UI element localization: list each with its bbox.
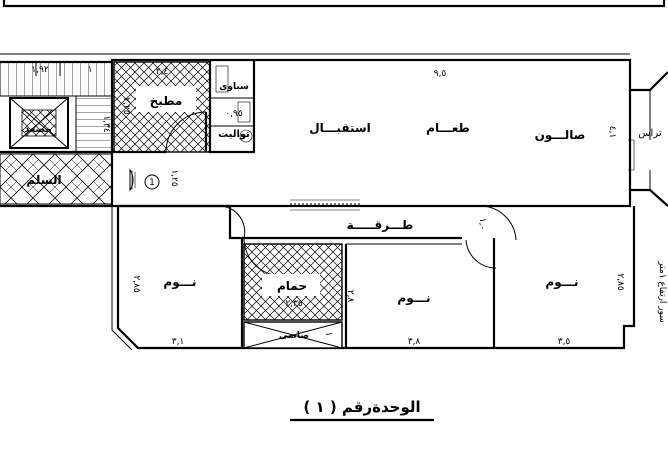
label-kitchen: مطبخ	[150, 94, 183, 108]
label-shower: سباوى	[219, 82, 249, 92]
caption: الوحدةرقم ( ١ )	[290, 398, 434, 422]
sheet-frame	[2, 0, 666, 8]
label-level-note: سور ارتفاع ١متر	[657, 260, 667, 323]
dim-top-left: ١,٩٢	[31, 65, 49, 75]
label-corridor: طـــرقـــــة	[347, 218, 414, 232]
windows	[290, 139, 635, 211]
dim-service: ١	[323, 332, 333, 337]
label-bath: حمام	[277, 279, 307, 294]
dim-bed-right-height: ٢,٨٥	[615, 273, 625, 291]
dim-kitchen-width: ٢,٤	[156, 67, 169, 77]
label-terrace: تراس	[638, 128, 662, 139]
label-service: صاصى	[279, 331, 309, 341]
dim-salon-width: ٩,٥	[434, 69, 447, 79]
label-salon: صالـــون	[535, 128, 586, 143]
label-bedroom-left: نـــوم	[163, 275, 196, 290]
label-dining: طعـــام	[426, 121, 470, 136]
dim-bath-width: ٢,٣٥	[285, 299, 303, 309]
dim-bed-right-width: ٣,٥	[558, 337, 571, 347]
unit-caption: الوحدةرقم ( ١ )	[303, 398, 420, 416]
dim-salon-height: ٤,١	[607, 126, 617, 139]
unit-outer-walls	[0, 53, 668, 351]
dim-elevator-side: ١,٣٤	[101, 115, 111, 133]
label-elevator: مصعد	[24, 124, 51, 135]
dim-bed-left-height: ٢,٨٥	[131, 275, 141, 293]
bath-area	[243, 243, 343, 349]
label-reception: استقبـــال	[309, 121, 371, 135]
dim-bed-left-width: ٣,١	[172, 337, 185, 347]
entry-door	[129, 168, 160, 192]
label-stairs: السلم	[26, 173, 61, 187]
stair-core	[0, 61, 113, 205]
dim-bed-middle-width: ٣,٨	[408, 337, 421, 347]
dim-entry: ١,٢٥	[169, 169, 179, 187]
dim-toilet: ٠,٩٥	[225, 109, 243, 119]
dim-bath-height: ٢,٨	[345, 290, 355, 303]
dim-top-small: ١	[88, 65, 93, 75]
label-bedroom-right: نـــوم	[545, 275, 578, 290]
dim-corridor-height: ١,٠	[477, 218, 487, 231]
label-toilet: تواليت	[218, 129, 250, 140]
dimension-labels: ١,٩٢ ١ ٢,٤ ٢,٢٥ ٠,٩٥ ٩,٥ ٤,١ ١,٣٤ ١,٢٥ ١…	[31, 65, 625, 347]
dim-kitchen-height: ٢,٢٥	[121, 97, 131, 115]
label-bedroom-middle: نـــوم	[397, 291, 430, 306]
room-labels: صالـــون طعـــام استقبـــال مطبخ تواليت …	[24, 82, 667, 341]
kitchen-area	[112, 60, 256, 154]
entry-marker: 1	[149, 178, 155, 188]
